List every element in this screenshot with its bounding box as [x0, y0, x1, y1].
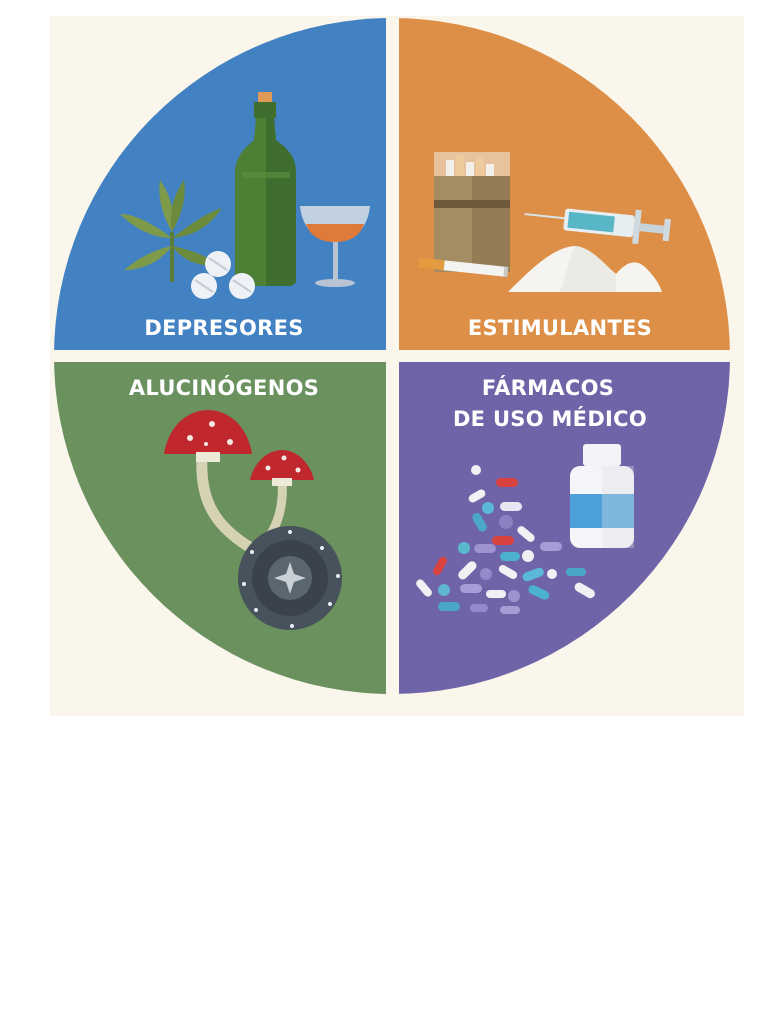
wine-bottle-icon	[235, 92, 296, 286]
wine-glass-icon	[300, 206, 370, 287]
quadrant-depresores	[54, 18, 386, 350]
scattered-pills-icon	[416, 465, 595, 614]
label-alucinogenos: ALUCINÓGENOS	[129, 375, 319, 400]
cigarette-pack-icon	[434, 152, 510, 272]
pills-icon	[191, 251, 255, 299]
powder-pile-icon	[508, 246, 662, 292]
peyote-cactus-icon	[238, 526, 342, 630]
label-farmacos-line2: DE USO MÉDICO	[453, 406, 647, 431]
label-farmacos-line1: FÁRMACOS	[482, 375, 614, 400]
medicine-bottle-icon	[570, 444, 634, 548]
mushroom-icon	[164, 410, 314, 558]
label-estimulantes: ESTIMULANTES	[468, 316, 652, 340]
cannabis-leaf-icon	[120, 180, 222, 282]
cigarette-icon	[417, 257, 509, 277]
label-depresores: DEPRESORES	[144, 316, 303, 340]
syringe-icon	[524, 208, 671, 245]
